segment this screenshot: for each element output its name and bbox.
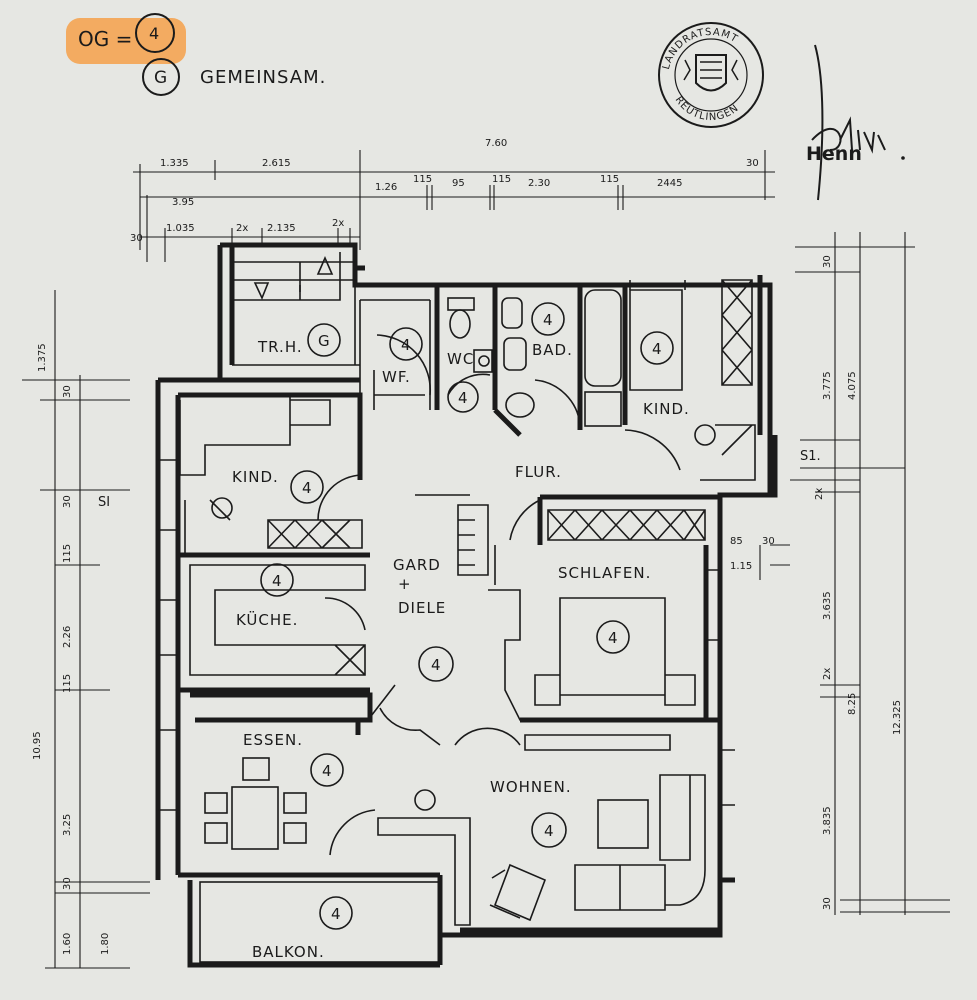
marker-wohnen: 4 — [544, 822, 554, 840]
dim-right-30c: 30 — [822, 897, 833, 910]
marker-essen: 4 — [322, 762, 332, 780]
dim-left-160: 1.60 — [62, 933, 73, 955]
dim-2x: 2x — [236, 223, 248, 234]
dim-left-325: 3.25 — [62, 814, 73, 836]
marker-kueche: 4 — [272, 572, 282, 590]
dim-left-226: 2.26 — [62, 626, 73, 648]
signature: Henn — [806, 44, 905, 201]
room-labels: TR.H. WF. WC BAD. KIND. KIND. FLUR. GARD… — [232, 338, 690, 961]
dim-left-180: 1.80 — [100, 933, 111, 955]
dim-left-30c: 30 — [62, 877, 73, 890]
dim-right-12325: 12.325 — [892, 700, 903, 735]
marker-kind-left: 4 — [302, 479, 312, 497]
room-kueche: KÜCHE. — [236, 610, 298, 629]
dim-left-1095: 10.95 — [32, 731, 43, 760]
unit-markers: G 4 4 4 4 4 4 4 4 4 4 4 — [260, 302, 674, 930]
dim-2615: 2.615 — [262, 158, 291, 169]
top-dimensions: 1.335 2.615 7.60 1.26 115 95 115 2.30 11… — [130, 138, 775, 262]
dim-right-3635: 3.635 — [822, 591, 833, 620]
dim-2135: 2.135 — [267, 223, 296, 234]
dim-115c: 115 — [600, 174, 619, 185]
room-gard: GARD — [393, 556, 441, 574]
room-balkon: BALKON. — [252, 943, 325, 961]
dim-right-3775: 3.775 — [822, 371, 833, 400]
room-kind-right: KIND. — [643, 400, 690, 418]
room-wc: WC — [447, 350, 474, 368]
dim-95: 95 — [452, 178, 465, 189]
marker-bad: 4 — [543, 311, 553, 329]
room-wf: WF. — [382, 368, 411, 386]
room-schlafen: SCHLAFEN. — [558, 564, 651, 582]
dim-left-30a: 30 — [62, 385, 73, 398]
dim-left-1375: 1.375 — [37, 343, 48, 372]
dim-right-3835: 3.835 — [822, 806, 833, 835]
legend-circle — [142, 58, 180, 96]
marker-wf: 4 — [401, 336, 411, 354]
dim-right-85: 85 — [730, 536, 743, 547]
dim-right-2xb: 2x — [822, 668, 833, 680]
marker-wc: 4 — [458, 389, 468, 407]
room-essen: ESSEN. — [243, 731, 303, 749]
room-bad: BAD. — [532, 341, 573, 359]
dim-1335: 1.335 — [160, 158, 189, 169]
dim-30a: 30 — [746, 158, 759, 169]
section-s1-right: S1. — [800, 449, 821, 464]
dim-230: 2.30 — [528, 178, 550, 189]
dim-1035: 1.035 — [166, 223, 195, 234]
dim-126: 1.26 — [375, 182, 397, 193]
room-trh: TR.H. — [257, 338, 303, 356]
og-circle — [135, 13, 175, 53]
room-flur: FLUR. — [515, 463, 562, 481]
exterior-walls — [155, 242, 778, 968]
legend-symbol: G — [154, 68, 167, 88]
dim-115a: 115 — [413, 174, 432, 185]
room-wohnen: WOHNEN. — [490, 778, 572, 796]
dim-right-115: 1.15 — [730, 561, 752, 572]
dim-760: 7.60 — [485, 138, 507, 149]
svg-text:LANDRATSAMT: LANDRATSAMT — [661, 27, 740, 71]
og-number: 4 — [149, 24, 159, 43]
right-dimensions: 30 3.775 4.075 S1. 2x 85 30 1.15 3.635 2… — [730, 232, 950, 915]
dim-right-30: 30 — [822, 255, 833, 268]
dim-2445: 2445 — [657, 178, 682, 189]
room-diele: DIELE — [398, 599, 446, 617]
marker-balkon: 4 — [331, 905, 341, 923]
dim-right-825: 8.25 — [847, 693, 858, 715]
room-kind-left: KIND. — [232, 468, 279, 486]
left-dimensions: 1.375 30 30 115 2.26 115 3.25 30 1.60 1.… — [22, 290, 150, 969]
interior-walls — [158, 252, 756, 926]
dim-left-115: 115 — [62, 544, 73, 563]
room-plus: + — [398, 575, 412, 593]
dim-115b: 115 — [492, 174, 511, 185]
dim-395: 3.95 — [172, 197, 194, 208]
dim-right-30b: 30 — [762, 536, 775, 547]
marker-kind-right: 4 — [652, 340, 662, 358]
marker-schlafen: 4 — [608, 629, 618, 647]
official-stamp: LANDRATSAMT REUTLINGEN — [658, 22, 764, 128]
signature-text: Henn — [806, 143, 862, 165]
dim-left-30b: 30 — [62, 495, 73, 508]
dim-right-2x: 2x — [814, 488, 825, 500]
dim-2xb: 2x — [332, 218, 344, 229]
dim-right-4075: 4.075 — [847, 371, 858, 400]
dim-left-115b: 115 — [62, 674, 73, 693]
legend-text: GEMEINSAM. — [200, 67, 326, 88]
stamp-top-text: LANDRATSAMT — [661, 27, 739, 71]
og-label: OG = — [78, 27, 132, 51]
dim-30b: 30 — [130, 233, 143, 244]
section-s1-left: SI — [98, 495, 110, 510]
marker-diele: 4 — [431, 656, 441, 674]
marker-trh: G — [318, 332, 330, 350]
